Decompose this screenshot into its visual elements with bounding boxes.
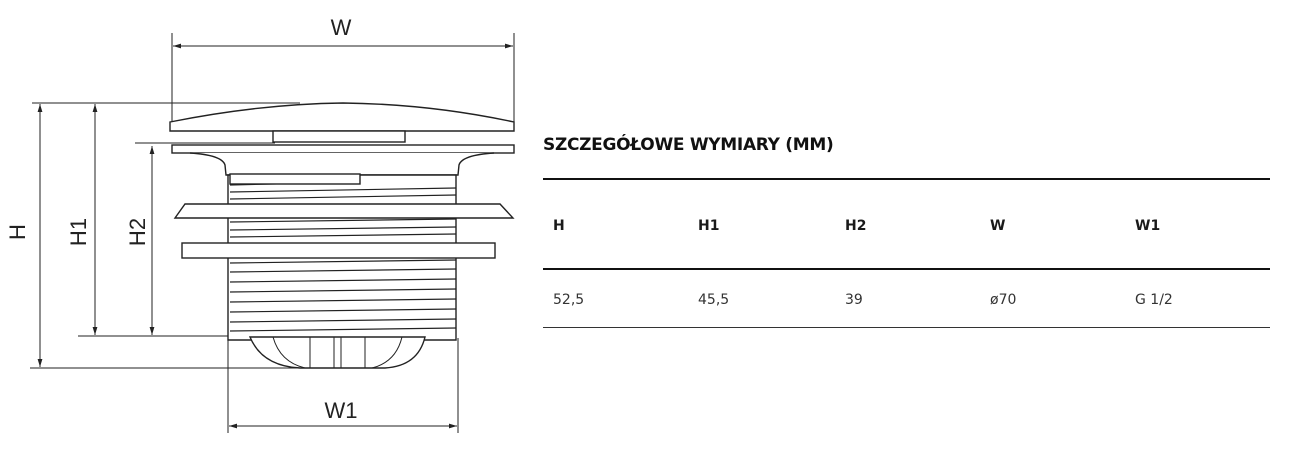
value-h1: 45,5 <box>698 292 730 308</box>
label-w1: W1 <box>325 398 358 423</box>
technical-drawing: W W1 H H1 H2 <box>5 15 515 433</box>
label-h2: H2 <box>125 218 150 246</box>
value-h: 52,5 <box>553 292 585 308</box>
label-h: H <box>5 224 30 240</box>
header-h2: H2 <box>845 218 867 234</box>
label-w: W <box>331 15 352 40</box>
header-w: W <box>990 218 1006 234</box>
divider <box>543 268 1270 270</box>
divider <box>543 178 1270 180</box>
header-h: H <box>553 218 565 234</box>
header-w1: W1 <box>1135 218 1161 234</box>
value-w: ø70 <box>990 292 1017 308</box>
label-h1: H1 <box>66 218 91 246</box>
value-w1: G 1/2 <box>1135 292 1173 308</box>
divider <box>543 327 1270 328</box>
plug-body <box>169 102 515 369</box>
value-h2: 39 <box>845 292 863 308</box>
dimensions-table: SZCZEGÓŁOWE WYMIARY (MM) H H1 H2 W W1 52… <box>543 130 1270 328</box>
table-title: SZCZEGÓŁOWE WYMIARY (MM) <box>543 135 834 155</box>
header-h1: H1 <box>698 218 720 234</box>
